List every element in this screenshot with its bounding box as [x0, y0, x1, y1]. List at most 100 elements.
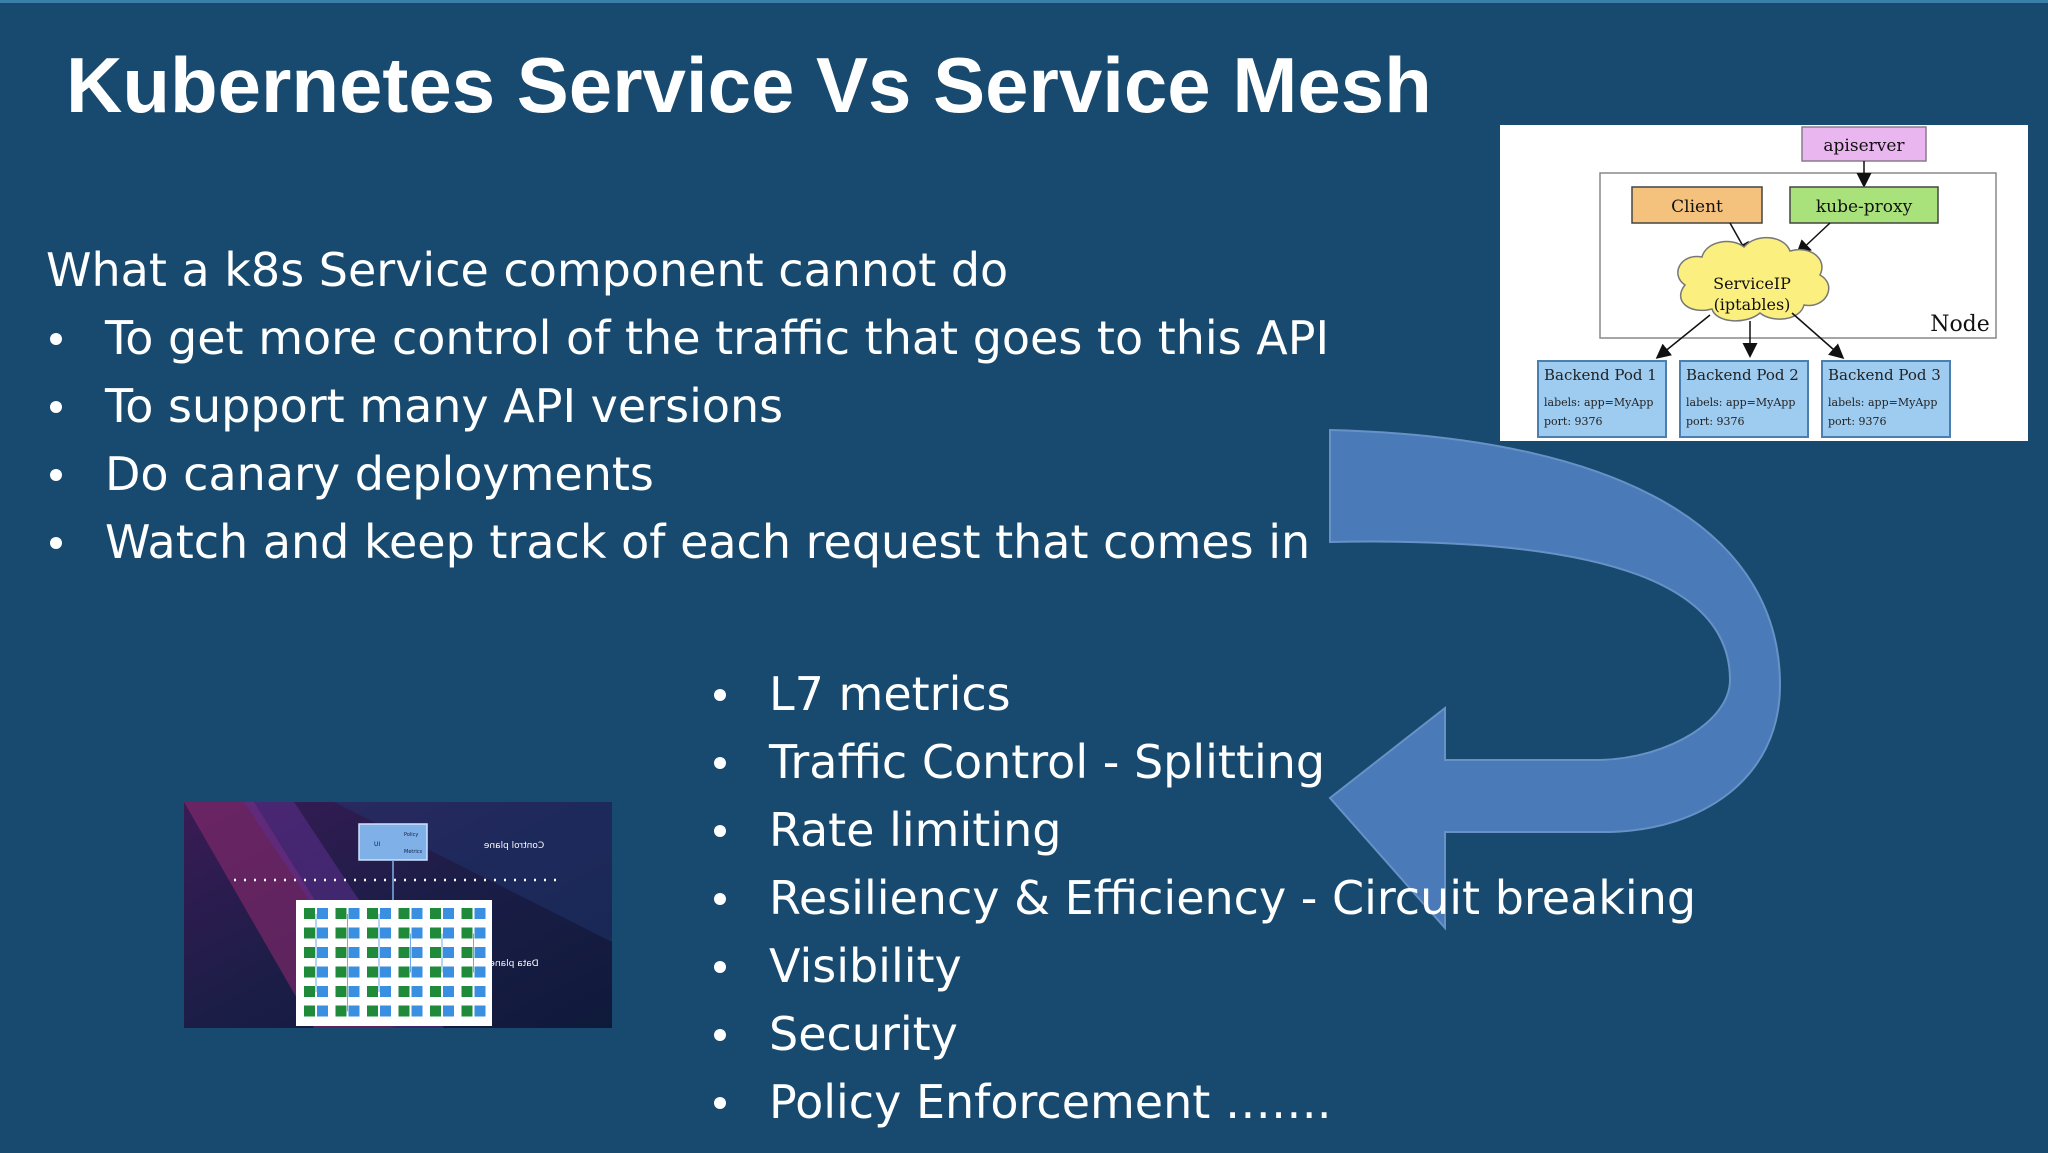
mesh-service-cell [398, 947, 410, 958]
mesh-service-cell [430, 947, 441, 958]
mesh-service-cell [461, 1005, 473, 1017]
mesh-proxy-cell [411, 927, 423, 939]
mesh-proxy-cell [443, 986, 454, 997]
list-item: Resiliency & Efficiency - Circuit breaki… [710, 864, 1696, 932]
mesh-service-cell [304, 966, 315, 978]
mesh-service-cell [335, 966, 347, 978]
mesh-service-cell [367, 927, 378, 939]
mesh-service-cell [335, 1005, 347, 1017]
mesh-proxy-cell [348, 966, 360, 978]
mesh-service-cell [367, 1005, 378, 1017]
list-item: L7 metrics [710, 660, 1696, 728]
control-plane-label: Control plane [483, 841, 544, 851]
pod-port: port: 9376 [1686, 415, 1745, 428]
mesh-proxy-cell [380, 908, 391, 919]
mesh-service-cell [304, 947, 315, 958]
mesh-service-cell [335, 927, 347, 939]
mesh-proxy-cell [317, 927, 328, 939]
mesh-proxy-cell [380, 947, 391, 958]
mesh-proxy-cell [380, 966, 391, 978]
data-plane-label: Data plane [489, 959, 539, 969]
list-item: Security [710, 1000, 1696, 1068]
list-item: Policy Enforcement ……. [710, 1068, 1696, 1136]
mesh-proxy-cell [317, 947, 328, 958]
ui-label: UI [374, 841, 380, 848]
mesh-service-cell [367, 966, 378, 978]
mesh-service-cell [430, 927, 441, 939]
mesh-service-cell [304, 908, 315, 919]
node-label: Node [1930, 312, 1990, 337]
mesh-service-cell [461, 947, 473, 958]
mesh-service-cell [398, 966, 410, 978]
pod-name: Backend Pod 1 [1544, 366, 1657, 384]
mesh-service-cell [335, 908, 347, 919]
pod-labels: labels: app=MyApp [1828, 396, 1937, 409]
mesh-proxy-cell [474, 908, 486, 919]
mesh-proxy-cell [474, 1005, 486, 1017]
mesh-service-cell [430, 1005, 441, 1017]
mesh-service-cell [367, 947, 378, 958]
limitations-list: To get more control of the traffic that … [46, 304, 1329, 576]
list-item: To get more control of the traffic that … [46, 304, 1329, 372]
service-mesh-diagram: UI Policy Metrics Control plane Data pla… [184, 802, 612, 1028]
policy-label: Policy [404, 832, 418, 838]
pod-port: port: 9376 [1828, 415, 1887, 428]
kube-proxy-box [1789, 186, 1939, 224]
intro-text: What a k8s Service component cannot do [46, 243, 1009, 297]
mesh-proxy-cell [348, 927, 360, 939]
mesh-service-cell [398, 986, 410, 997]
mesh-service-cell [430, 986, 441, 997]
mesh-service-cell [461, 986, 473, 997]
mesh-proxy-cell [380, 927, 391, 939]
mesh-proxy-cell [317, 986, 328, 997]
pod-name: Backend Pod 3 [1828, 366, 1941, 384]
metrics-label: Metrics [404, 849, 423, 855]
list-item: Traffic Control - Splitting [710, 728, 1696, 796]
pod-port: port: 9376 [1544, 415, 1603, 428]
mesh-service-cell [304, 1005, 315, 1017]
pod-labels: labels: app=MyApp [1544, 396, 1653, 409]
list-item: Watch and keep track of each request tha… [46, 508, 1329, 576]
client-box [1631, 186, 1763, 224]
mesh-proxy-cell [411, 908, 423, 919]
list-item: Do canary deployments [46, 440, 1329, 508]
kube-proxy-label: kube-proxy [1816, 197, 1913, 217]
mesh-proxy-cell [380, 986, 391, 997]
apiserver-box [1801, 126, 1927, 162]
mesh-service-cell [304, 927, 315, 939]
mesh-proxy-cell [443, 947, 454, 958]
mesh-service-cell [367, 908, 378, 919]
mesh-service-cell [430, 966, 441, 978]
mesh-proxy-cell [317, 1005, 328, 1017]
mesh-service-cell [430, 908, 441, 919]
mesh-proxy-cell [443, 908, 454, 919]
mesh-service-cell [461, 927, 473, 939]
mesh-proxy-cell [443, 1005, 454, 1017]
mesh-service-cell [398, 908, 410, 919]
mesh-proxy-cell [474, 927, 486, 939]
mesh-proxy-cell [348, 986, 360, 997]
service-ip-label: ServiceIP [1713, 274, 1791, 293]
backend-pod-1: Backend Pod 1 labels: app=MyApp port: 93… [1537, 360, 1667, 438]
service-ip-sublabel: (iptables) [1714, 295, 1791, 314]
mesh-proxy-cell [380, 1005, 391, 1017]
mesh-service-cell [461, 966, 473, 978]
service-ip-cloud [1677, 237, 1830, 322]
mesh-proxy-cell [474, 986, 486, 997]
mesh-service-cell [304, 986, 315, 997]
client-label: Client [1671, 197, 1723, 217]
slide-title: Kubernetes Service Vs Service Mesh [66, 41, 1432, 129]
kube-service-diagram: Node apiserver Client kube-proxy Service… [1500, 125, 2028, 441]
backend-pod-2: Backend Pod 2 labels: app=MyApp port: 93… [1679, 360, 1809, 438]
mesh-proxy-cell [474, 947, 486, 958]
mesh-proxy-cell [443, 966, 454, 978]
mesh-service-cell [367, 986, 378, 997]
mesh-proxy-cell [411, 1005, 423, 1017]
mesh-features-list: L7 metrics Traffic Control - Splitting R… [710, 660, 1696, 1136]
mesh-proxy-cell [411, 947, 423, 958]
mesh-proxy-cell [317, 966, 328, 978]
apiserver-label: apiserver [1823, 136, 1905, 156]
top-accent-line [0, 0, 2048, 3]
list-item: Rate limiting [710, 796, 1696, 864]
mesh-service-cell [461, 908, 473, 919]
